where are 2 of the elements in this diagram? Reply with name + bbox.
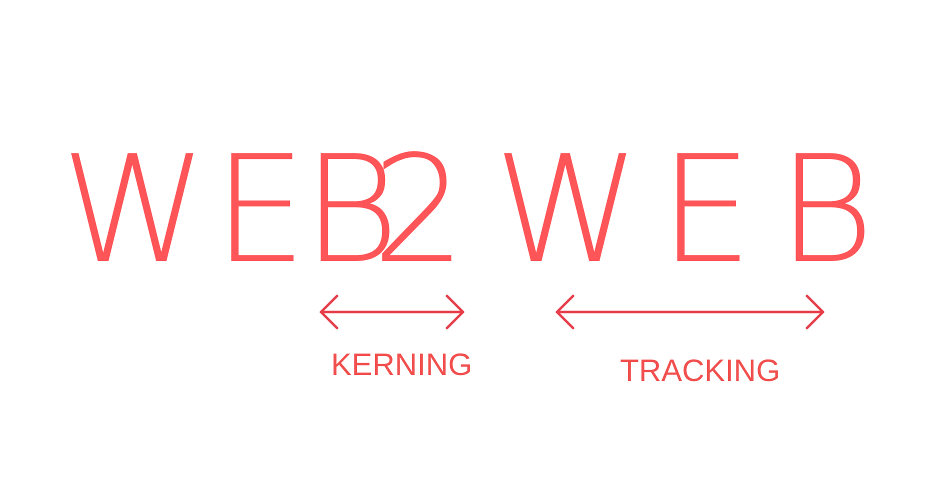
term-label: KERNING xyxy=(331,347,472,383)
term-label: TRACKING xyxy=(620,353,780,389)
